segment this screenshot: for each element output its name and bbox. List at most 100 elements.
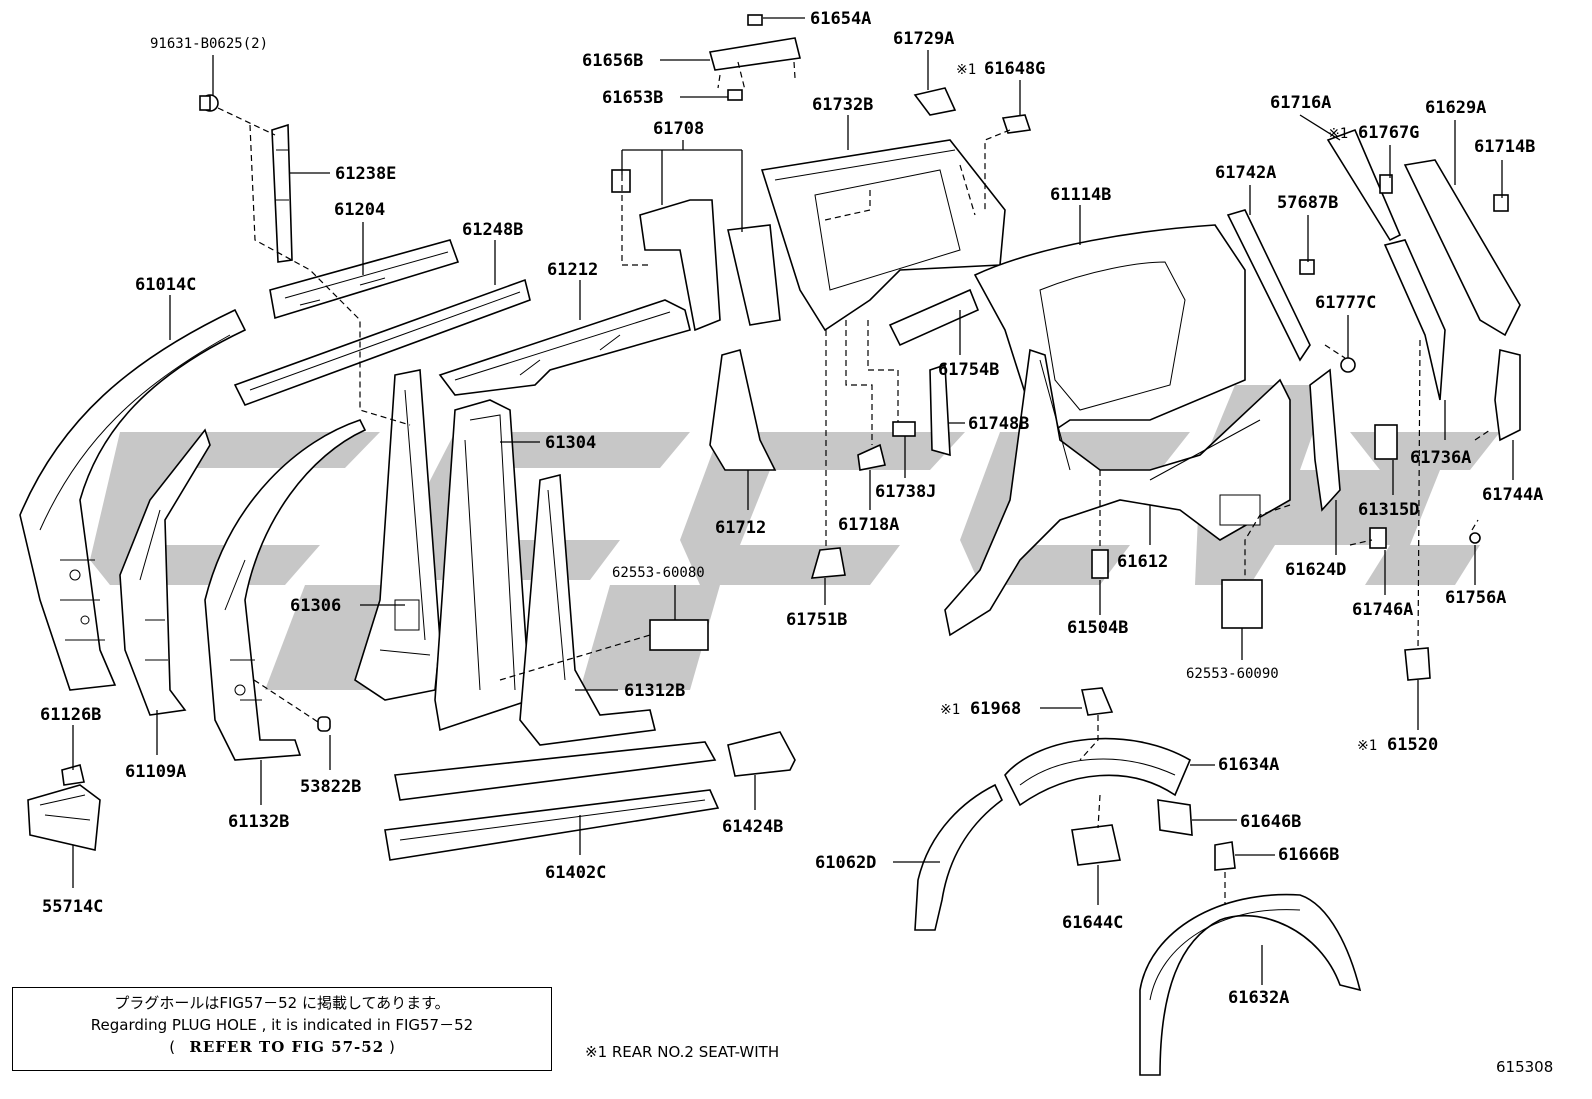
part-61312B (519, 473, 656, 746)
label-61126B: 61126B (40, 705, 101, 725)
part-61746A (1369, 527, 1387, 549)
part-61504B (1091, 549, 1109, 579)
part-61732B (760, 139, 1006, 332)
label-61648G: 61648G (984, 59, 1045, 79)
footnote: ※1 REAR NO.2 SEAT-WITH (585, 1043, 780, 1061)
label-61716A: 61716A (1270, 93, 1331, 113)
part-61632A (1139, 893, 1362, 1076)
label-61653B: 61653B (602, 88, 663, 108)
label-61714B: 61714B (1474, 137, 1535, 157)
label-61132B: 61132B (228, 812, 289, 832)
label-61304: 61304 (545, 433, 596, 453)
note-line-reference: ( REFER TO FIG 57-52 ) (13, 1036, 551, 1058)
label-61646B: 61646B (1240, 812, 1301, 832)
part-61212 (438, 299, 691, 396)
part-61716A (1326, 128, 1402, 242)
label-61109A: 61109A (125, 762, 186, 782)
label-61968: 61968 (970, 699, 1021, 719)
note-paren-open: ( (169, 1038, 176, 1056)
part-62553-60090 (1221, 579, 1263, 629)
connector-lines (217, 61, 1491, 905)
label-61738J: 61738J (875, 482, 936, 502)
note-reference-link[interactable]: REFER TO FIG 57-52 (189, 1038, 385, 1056)
leader-lines (72, 17, 1514, 985)
part-61754B (888, 288, 980, 347)
label-91631-B0625: 91631-B0625(2) (150, 36, 268, 52)
label-53822B: 53822B (300, 777, 361, 797)
label-61634A: 61634A (1218, 755, 1279, 775)
note-paren-close: ) (388, 1038, 395, 1056)
label-61744A: 61744A (1482, 485, 1543, 505)
part-61748B (929, 363, 951, 457)
label-61748B: 61748B (968, 414, 1029, 434)
note-line-japanese: プラグホールはFIG57－52 に掲載してあります。 (114, 994, 450, 1012)
plug-hole-note: プラグホールはFIG57－52 に掲載してあります。 Regarding PLU… (12, 987, 552, 1071)
part-61712 (709, 349, 777, 471)
label-61238E: 61238E (335, 164, 396, 184)
label-61746A: 61746A (1352, 600, 1413, 620)
part-61126B (61, 764, 85, 786)
mark-61767G: ※1 (1328, 126, 1348, 142)
part-61708 (611, 169, 781, 332)
part-61751B (810, 547, 846, 579)
figure-number: 615308 (1496, 1058, 1554, 1076)
label-61402C: 61402C (545, 863, 606, 883)
part-61014C (19, 308, 247, 691)
label-61204: 61204 (334, 200, 385, 220)
label-62553-60080: 62553-60080 (612, 565, 705, 581)
label-61612: 61612 (1117, 552, 1168, 572)
part-61132B (204, 419, 367, 761)
label-61504B: 61504B (1067, 618, 1128, 638)
label-61306: 61306 (290, 596, 341, 616)
part-61612 (944, 348, 1291, 637)
label-61732B: 61732B (812, 95, 873, 115)
label-61629A: 61629A (1425, 98, 1486, 118)
label-55714C: 55714C (42, 897, 103, 917)
part-61767G (1379, 174, 1393, 194)
part-57687B (1299, 259, 1315, 275)
part-61520 (1404, 647, 1431, 681)
label-61312B: 61312B (624, 681, 685, 701)
label-61114B: 61114B (1050, 185, 1111, 205)
label-61666B: 61666B (1278, 845, 1339, 865)
part-61756A (1469, 532, 1481, 544)
mark-61648G: ※1 (956, 62, 976, 78)
part-61777C (1340, 357, 1356, 373)
part-61968 (1081, 687, 1114, 716)
part-61738J (892, 421, 916, 437)
part-53822B (317, 716, 331, 732)
mark-61520: ※1 (1357, 738, 1377, 754)
label-61729A: 61729A (893, 29, 954, 49)
label-61644C: 61644C (1062, 913, 1123, 933)
label-61632A: 61632A (1228, 988, 1289, 1008)
part-61248B (233, 278, 531, 406)
part-61656B (708, 37, 801, 71)
mark-61968: ※1 (940, 702, 960, 718)
part-61238E (271, 123, 293, 263)
part-61742A (1226, 209, 1311, 362)
part-61402C (384, 741, 720, 861)
part-61654A (747, 14, 763, 26)
label-61751B: 61751B (786, 610, 847, 630)
part-61315D (1374, 424, 1398, 460)
part-61644C (1071, 824, 1121, 866)
note-line-english: Regarding PLUG HOLE , it is indicated in… (90, 1016, 474, 1034)
label-57687B: 57687B (1277, 193, 1338, 213)
label-61718A: 61718A (838, 515, 899, 535)
part-61666B (1214, 841, 1236, 871)
label-61212: 61212 (547, 260, 598, 280)
part-62553-60080 (649, 619, 709, 651)
label-61062D: 61062D (815, 853, 876, 873)
part-61109A (119, 428, 211, 716)
label-61736A: 61736A (1410, 448, 1471, 468)
label-61014C: 61014C (135, 275, 196, 295)
part-91631-B0625 (199, 94, 219, 112)
part-61424B (727, 731, 796, 777)
label-61767G: 61767G (1358, 123, 1419, 143)
part-61306 (354, 369, 441, 701)
part-61624D (1309, 368, 1341, 512)
part-61729A (913, 87, 957, 116)
part-labels: 91631-B0625(2) 61238E 61204 61248B 61014… (40, 9, 1543, 1008)
label-61315D: 61315D (1358, 500, 1419, 520)
